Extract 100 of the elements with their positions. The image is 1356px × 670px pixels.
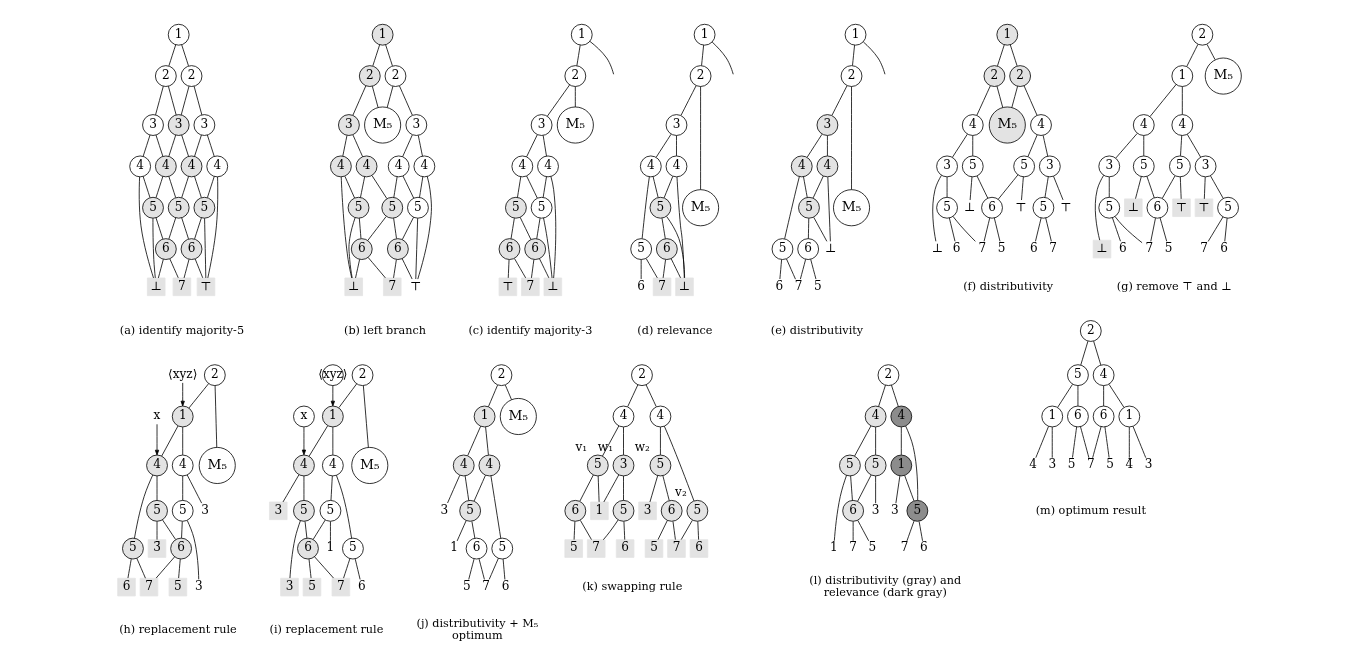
connector	[1092, 340, 1101, 366]
node-box: 7	[172, 277, 191, 297]
node-circle: 5	[458, 500, 481, 522]
node-circle: 5	[141, 196, 164, 219]
connector	[931, 174, 942, 242]
connector	[675, 135, 677, 157]
connector	[1149, 84, 1177, 117]
connector	[180, 134, 189, 157]
node-circle: 2	[630, 364, 653, 386]
node-circle: 5	[797, 196, 820, 219]
node-circle: 6	[564, 500, 586, 522]
connector	[971, 135, 973, 157]
node-text: 3	[871, 502, 879, 517]
connector	[802, 176, 808, 198]
connector	[466, 425, 481, 456]
connector	[354, 558, 360, 580]
node-circle: M₅	[832, 189, 870, 227]
node-circle: 5	[864, 454, 886, 477]
connector	[601, 425, 619, 457]
connector	[133, 474, 153, 539]
connector	[308, 558, 311, 579]
node-circle: 6	[154, 238, 177, 260]
connector	[579, 520, 592, 540]
node-text: 7	[1048, 240, 1057, 255]
connector	[969, 176, 972, 201]
connector	[622, 475, 624, 501]
node-circle: 5	[319, 500, 341, 522]
node-circle: M₅	[350, 447, 388, 484]
connector	[699, 86, 701, 190]
connector	[976, 175, 988, 199]
node-text: 5̄	[1164, 240, 1172, 255]
connector	[490, 475, 501, 539]
connector	[504, 384, 512, 401]
connector	[519, 216, 531, 240]
connector	[1149, 217, 1156, 242]
node-label: w₂	[634, 440, 650, 455]
connector	[398, 85, 413, 116]
node-text: 4	[1028, 457, 1037, 472]
connector	[341, 135, 347, 157]
node-circle: 4	[452, 454, 475, 477]
node-circle: M₅	[988, 106, 1026, 144]
node-text: 7	[1199, 240, 1208, 255]
node-box: 5̄	[168, 577, 187, 597]
node-circle: 3	[1097, 155, 1120, 178]
connector	[874, 426, 876, 456]
connector	[903, 475, 914, 502]
node-text: 7	[1086, 457, 1095, 472]
node-circle: 6	[660, 500, 682, 522]
node-circle: 3	[193, 114, 215, 136]
connector	[156, 475, 157, 501]
connector	[807, 217, 809, 239]
connector	[812, 216, 827, 242]
connector	[177, 558, 181, 579]
node-circle: 1	[995, 23, 1018, 46]
node-circle: 1	[371, 23, 393, 46]
node-circle: 2	[351, 364, 373, 386]
node-text: 7	[978, 240, 986, 255]
connector	[304, 521, 307, 539]
connector	[446, 474, 460, 504]
connector	[183, 259, 189, 279]
node-circle: 5	[935, 196, 958, 219]
connector	[1209, 175, 1224, 199]
node-box: 5̄	[564, 539, 583, 558]
connector	[662, 259, 666, 279]
node-circle: 6	[386, 238, 409, 260]
connector	[661, 217, 666, 240]
connector	[418, 176, 423, 198]
node-circle: 4	[355, 155, 377, 178]
node-circle: 3	[1038, 155, 1061, 178]
node-text: 5̄	[462, 578, 471, 593]
node-text: 5̄	[813, 278, 822, 293]
connector	[525, 134, 538, 158]
connector	[657, 520, 668, 540]
node-circle: 5	[612, 500, 634, 522]
node-box: 5̄	[644, 539, 663, 558]
node-text: 1	[829, 540, 838, 555]
node-circle: 5	[380, 196, 403, 219]
connector	[645, 258, 658, 279]
connector	[206, 176, 218, 279]
node-label: w₁	[597, 440, 613, 455]
node-circle: 5	[490, 537, 513, 560]
node-circle: 5	[1132, 155, 1155, 178]
connector	[516, 176, 521, 198]
connector	[282, 474, 299, 503]
node-label: v₁	[575, 440, 587, 455]
connector	[626, 384, 638, 407]
connector	[890, 384, 899, 407]
label: (j) distributivity + M₅ optimum	[416, 617, 538, 643]
node-box: ⊤	[1171, 198, 1191, 217]
node-text: ⟨xyz⟩	[167, 366, 197, 381]
node-circle: M₅	[499, 398, 537, 435]
connector	[502, 558, 505, 580]
connector	[622, 426, 624, 456]
node-circle: 3	[935, 155, 958, 178]
connector	[371, 44, 380, 67]
connector	[530, 259, 534, 279]
connector	[169, 258, 179, 279]
connector	[649, 475, 658, 503]
node-circle: 4	[961, 114, 984, 136]
connector	[812, 175, 824, 199]
